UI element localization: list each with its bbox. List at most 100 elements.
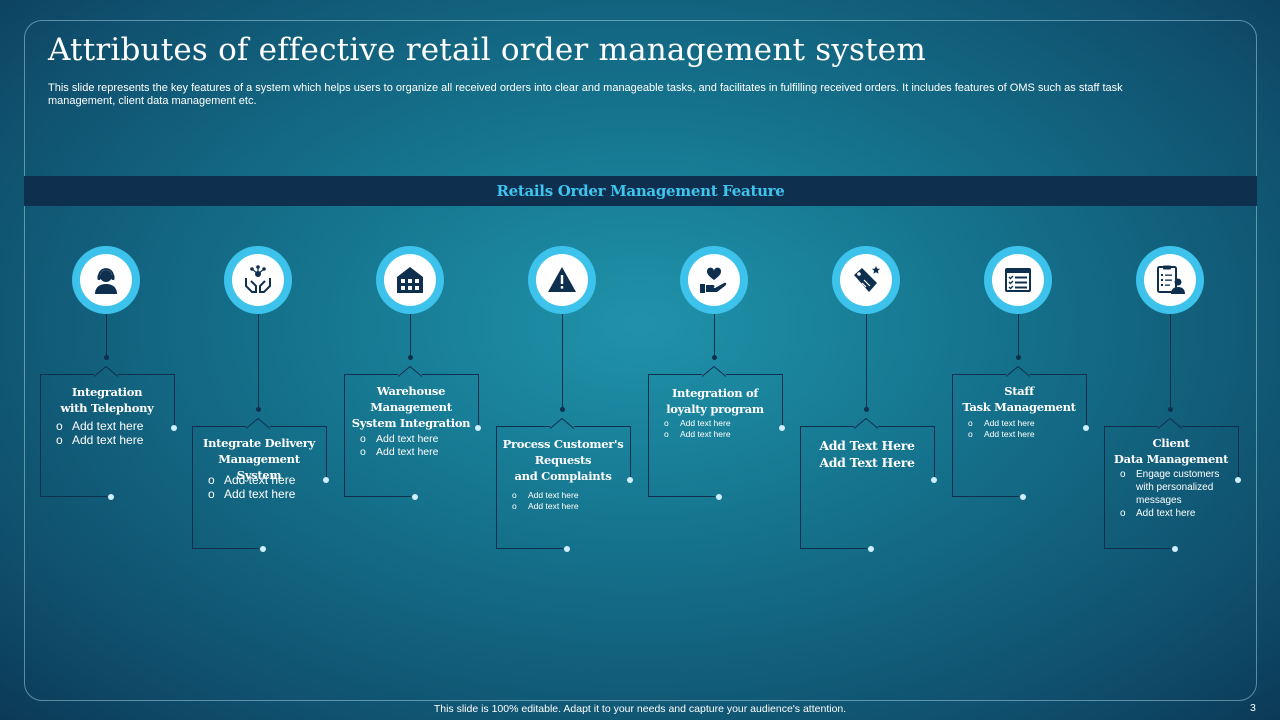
feature-title-line: Warehouse [376, 384, 446, 398]
feature-bullet-item: Add text here [510, 501, 626, 512]
bracket-chevron [245, 416, 271, 429]
feature-title-line: Data Management [1113, 452, 1229, 466]
feature-title: Integration of loyalty program [652, 385, 778, 417]
bracket-top-left [344, 374, 398, 375]
bracket-chevron [853, 416, 879, 429]
feature-bullet-item: Add text here [966, 429, 1082, 440]
connector-dot [1016, 355, 1021, 360]
feature-title-line: Requests [534, 453, 592, 467]
connector-line [410, 313, 411, 357]
feature-bracket [344, 374, 411, 497]
bracket-right-side [478, 374, 479, 428]
bracket-chevron [397, 364, 423, 377]
bracket-end-dot [1235, 477, 1241, 483]
bracket-top-left [952, 374, 1006, 375]
feature-bullet-item: Add text here [358, 446, 474, 459]
bracket-top-left [800, 426, 854, 427]
warning-triangle-icon [536, 254, 588, 306]
connector-dot [256, 407, 261, 412]
feature-bullet-item: Add text here [966, 418, 1082, 429]
feature-bullet-item: Add text here [206, 487, 322, 501]
bracket-end-dot [931, 477, 937, 483]
connector-line [866, 313, 867, 409]
bracket-chevron [549, 416, 575, 429]
bracket-end-dot [779, 425, 785, 431]
feature-title-line: Integrate Delivery [203, 436, 315, 450]
feature-bullet-item: Add text here [358, 433, 474, 446]
connector-dot [408, 355, 413, 360]
bracket-end-dot [868, 546, 874, 552]
feature-bracket [648, 374, 715, 497]
connector-dot [712, 355, 717, 360]
bracket-chevron [93, 364, 119, 377]
connector-line [562, 313, 563, 409]
page-number: 3 [1250, 702, 1256, 714]
feature-bracket [192, 426, 259, 549]
bracket-end-dot [323, 477, 329, 483]
bracket-top-left [1104, 426, 1158, 427]
bracket-end-dot [1083, 425, 1089, 431]
feature-circle [72, 246, 140, 314]
bracket-right-side [934, 426, 935, 480]
feature-bullet-item: Add text here [1118, 507, 1234, 520]
client-document-icon [1144, 254, 1196, 306]
feature-title-line: Task Management [962, 400, 1076, 414]
headset-agent-icon [80, 254, 132, 306]
feature-circle [680, 246, 748, 314]
feature-bullet-item: Add text here [54, 433, 170, 447]
connector-dot [864, 407, 869, 412]
feature-title-line: and Complaints [514, 469, 612, 483]
connector-line [714, 313, 715, 357]
feature-bullet-item: Add text here [206, 473, 322, 487]
bracket-top-left [192, 426, 246, 427]
warehouse-icon [384, 254, 436, 306]
bracket-chevron [701, 364, 727, 377]
bracket-right-side [1238, 426, 1239, 480]
feature-circle [1136, 246, 1204, 314]
feature-bracket [800, 426, 867, 549]
bracket-top-left [648, 374, 702, 375]
bracket-right-side [782, 374, 783, 428]
feature-title-line: Add Text Here [819, 438, 915, 453]
feature-circle [224, 246, 292, 314]
feature-title-line: Process Customer's [502, 437, 624, 451]
bracket-top-right [422, 374, 478, 375]
connector-dot [1168, 407, 1173, 412]
tag-star-icon [840, 254, 892, 306]
feature-bullet-item: Add text here [662, 418, 778, 429]
feature-bullet-item: Add text here [54, 419, 170, 433]
bracket-top-right [270, 426, 326, 427]
bracket-chevron [1005, 364, 1031, 377]
bracket-right-side [630, 426, 631, 480]
bracket-right-side [326, 426, 327, 480]
bracket-top-right [726, 374, 782, 375]
section-band: Retails Order Management Feature [24, 176, 1257, 206]
feature-bracket [496, 426, 563, 549]
feature-title-line: System Integration [351, 416, 471, 430]
feature-title-line: Integration of [671, 386, 759, 400]
bracket-end-dot [1020, 494, 1026, 500]
bracket-end-dot [171, 425, 177, 431]
bracket-right-side [1086, 374, 1087, 428]
footer-note: This slide is 100% editable. Adapt it to… [433, 703, 847, 715]
feature-title-line: Client [1152, 436, 1190, 450]
connector-dot [560, 407, 565, 412]
slide-frame [24, 20, 1257, 701]
bracket-top-right [878, 426, 934, 427]
connector-dot [104, 355, 109, 360]
connector-line [258, 313, 259, 409]
feature-title-line: with Telephony [60, 401, 154, 415]
feature-bullet-item: Add text here [510, 490, 626, 501]
bracket-top-left [40, 374, 94, 375]
feature-bullet-list: Engage customers with personalized messa… [1118, 468, 1234, 520]
page-title: Attributes of effective retail order man… [48, 32, 926, 68]
feature-title-line: loyalty program [666, 402, 764, 416]
